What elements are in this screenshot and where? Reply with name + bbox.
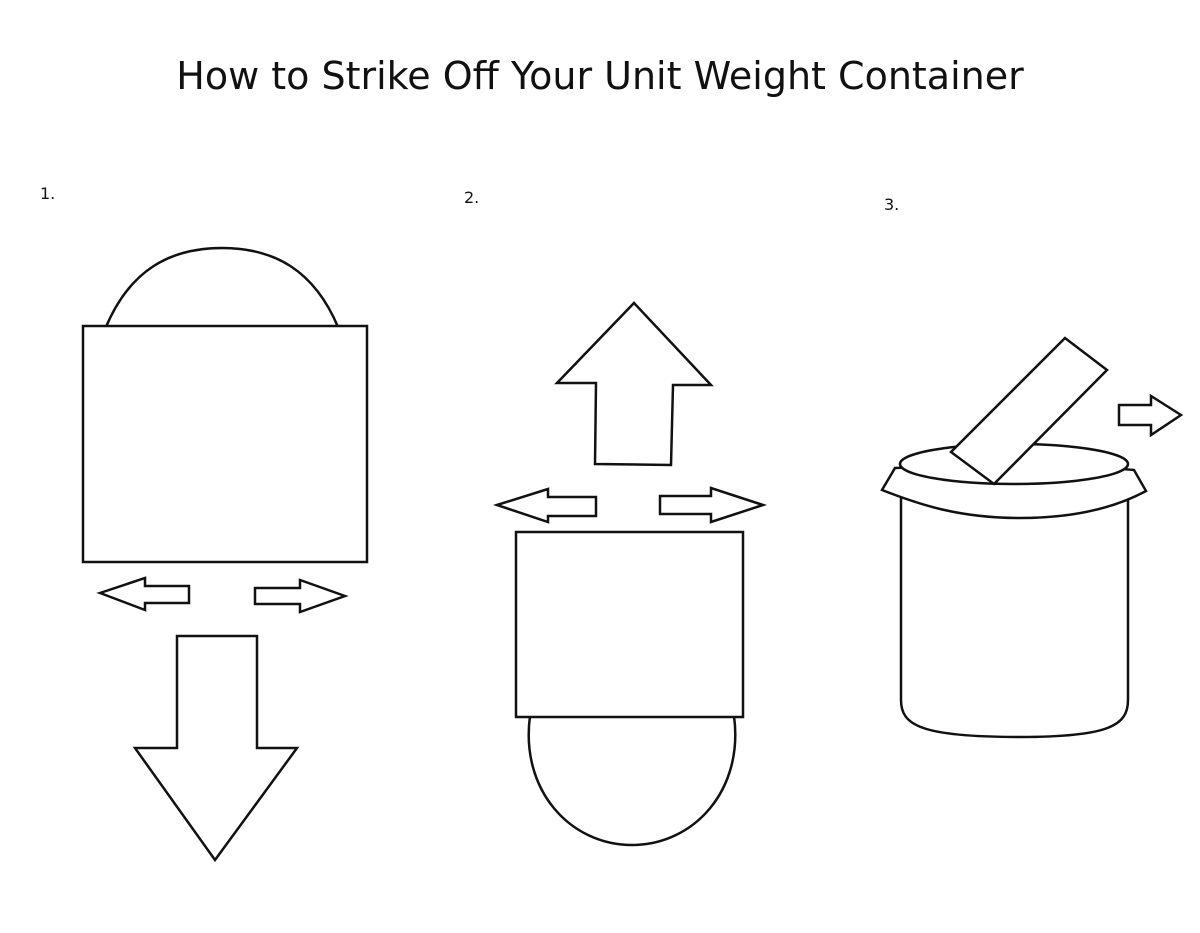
step-2-number: 2. — [464, 188, 480, 207]
step-2-right-arrow — [658, 486, 768, 524]
diagram-title: How to Strike Off Your Unit Weight Conta… — [176, 54, 1024, 98]
step-3-right-arrow — [1117, 393, 1184, 438]
step-3-strike-off-plate — [949, 336, 1109, 486]
step-2-bottom-mound — [527, 714, 737, 847]
step-1-number: 1. — [40, 184, 56, 203]
step-2-illustration — [492, 301, 768, 847]
step-1-down-arrow — [132, 634, 300, 863]
step-3-illustration — [880, 336, 1184, 739]
step-1-heap-mound — [104, 246, 340, 329]
step-1-container — [81, 324, 369, 564]
step-1-left-arrow — [96, 576, 191, 612]
step-1-right-arrow — [253, 578, 349, 614]
step-2-container — [514, 530, 745, 719]
step-2-left-arrow — [492, 487, 598, 524]
step-3-bucket-body — [899, 493, 1130, 739]
step-3-number: 3. — [884, 195, 900, 214]
step-2-up-arrow — [554, 301, 714, 467]
step-1-illustration — [81, 246, 369, 863]
